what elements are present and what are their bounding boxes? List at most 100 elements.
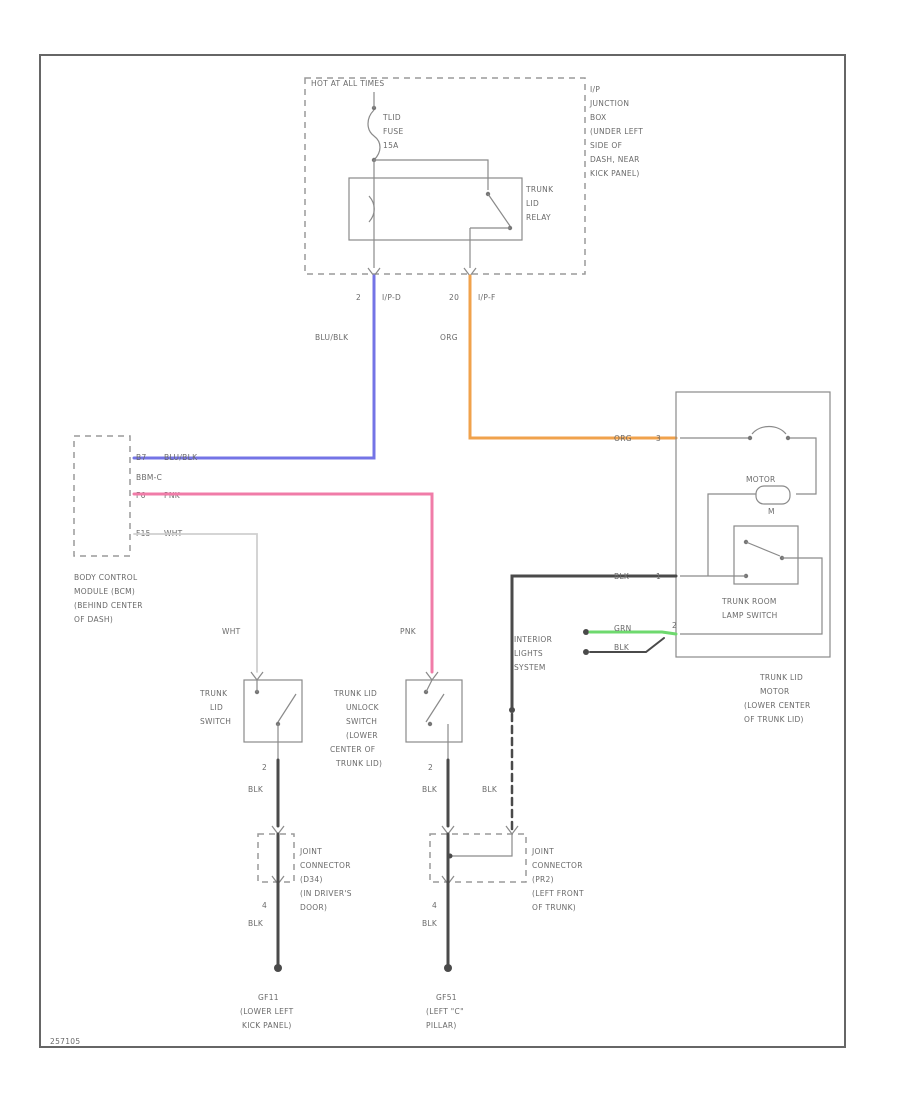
trunk-lid-unlock-switch: TRUNK LID UNLOCK SWITCH (LOWER CENTER OF…	[330, 671, 463, 772]
wire-pnk	[132, 492, 434, 674]
jb-pin-left-connector: I/P-D	[382, 293, 401, 302]
trunk-lid-switch-pin: 2	[262, 763, 267, 772]
wire-org	[468, 274, 678, 440]
ground-left-line-1: GF11	[258, 993, 279, 1002]
right-connector-label-line-2: CONNECTOR	[532, 861, 583, 870]
fuse-tlid: TLID FUSE 15A	[367, 92, 404, 163]
interior-lights: INTERIOR LIGHTS SYSTEM GRN BLK 2	[514, 621, 678, 672]
junction-box-location-label: I/P JUNCTION BOX (UNDER LEFT SIDE OF DAS…	[589, 85, 643, 178]
wire-org-label: ORG	[440, 333, 458, 342]
bcm-pin-1-wire: BLU/BLK	[164, 453, 198, 462]
left-connector-label-line-3: (D34)	[300, 875, 323, 884]
unlock-switch-label-line-3: SWITCH	[346, 717, 377, 726]
wire-grn	[588, 630, 678, 636]
jb-pin-right-connector: I/P-F	[478, 293, 496, 302]
wire-blu-blk-label: BLU/BLK	[315, 333, 349, 342]
unlock-switch-label-line-6: TRUNK LID)	[335, 759, 382, 768]
ground-left-line-3: KICK PANEL)	[242, 1021, 292, 1030]
right-connector-label-line-4: (LEFT FRONT	[532, 889, 584, 898]
lamp-switch-box	[733, 525, 799, 585]
junction-box: HOT AT ALL TIMES I/P JUNCTION BOX (UNDER…	[304, 77, 643, 302]
wire-blu-blk	[132, 274, 376, 460]
ground-right-point	[444, 964, 452, 972]
left-connector-label-line-2: CONNECTOR	[300, 861, 351, 870]
trunk-motor-blk-pin: 1	[656, 572, 661, 581]
trunk-motor-motor-label: MOTOR	[746, 475, 776, 484]
relay-label-line-3: RELAY	[526, 213, 551, 222]
jb-location-line-1: I/P	[590, 85, 600, 94]
jb-location-line-7: KICK PANEL)	[590, 169, 640, 178]
unlock-switch-label-line-2: UNLOCK	[346, 703, 380, 712]
right-joint-connector: JOINT CONNECTOR (PR2) (LEFT FRONT OF TRU…	[429, 825, 584, 912]
wire-blk-motor	[510, 574, 678, 712]
lamp-switch-label-line-2: LAMP SWITCH	[722, 611, 778, 620]
fuse-label-line-3: 15A	[383, 141, 399, 150]
trunk-lid-switch-label-line-2: LID	[210, 703, 223, 712]
trunk-motor-label-line-2: MOTOR	[760, 687, 790, 696]
right-connector-pin: 4	[432, 901, 437, 910]
wire-blk-right-ground-label: BLK	[422, 919, 438, 928]
jb-location-line-2: JUNCTION	[589, 99, 629, 108]
interior-pin: 2	[672, 621, 677, 630]
left-connector-outline	[257, 833, 295, 883]
left-connector-label-line-5: DOOR)	[300, 903, 327, 912]
trunk-motor-blk-wire: BLK	[614, 572, 630, 581]
trunk-motor-label-line-4: OF TRUNK LID)	[744, 715, 804, 724]
interior-grn-wire: GRN	[614, 624, 632, 633]
right-connector-outline	[429, 833, 527, 883]
trunk-motor-org-pin: 3	[656, 434, 661, 443]
trunk-motor-outline	[675, 391, 831, 658]
ground-left-point	[274, 964, 282, 972]
motor-symbol	[755, 485, 791, 505]
trunk-lid-switch-label-line-1: TRUNK	[199, 689, 228, 698]
ground-left-line-2: (LOWER LEFT	[240, 1007, 294, 1016]
interior-label-line-3: SYSTEM	[514, 663, 546, 672]
ground-right-line-3: PILLAR)	[426, 1021, 457, 1030]
wire-blk-interior	[589, 637, 665, 653]
relay-label-line-2: LID	[526, 199, 539, 208]
junction-box-pins: 2 I/P-D 20 I/P-F	[356, 267, 496, 302]
bcm-pin-2-wire: BBM-C	[136, 473, 162, 482]
trunk-motor-label-line-3: (LOWER CENTER	[744, 701, 811, 710]
unlock-switch-label-line-4: (LOWER	[346, 731, 378, 740]
bcm-label-line-1: BODY CONTROL	[74, 573, 138, 582]
diagram-footer-id: 257105	[50, 1037, 80, 1046]
wire-wht	[133, 533, 258, 673]
body-control-module: B7 BLU/BLK BBM-C F6 PNK F15 WHT BODY CON…	[73, 435, 198, 624]
wire-blk-left-ground-label: BLK	[248, 919, 264, 928]
wire-wht-label: WHT	[222, 627, 241, 636]
unlock-switch-label-line-5: CENTER OF	[330, 745, 375, 754]
diagram-frame	[39, 54, 846, 1048]
lamp-switch-label-line-1: TRUNK ROOM	[721, 597, 777, 606]
bcm-outline	[73, 435, 131, 557]
wire-blk-left-switch-label: BLK	[248, 785, 264, 794]
trunk-lid-motor: ORG 3 MOTOR M TRUNK ROOM LAMP SWITCH TRU…	[614, 391, 831, 724]
left-connector-label-line-1: JOINT	[299, 847, 322, 856]
trunk-motor-org-wire: ORG	[614, 434, 632, 443]
junction-box-header: HOT AT ALL TIMES	[311, 79, 384, 88]
fuse-label-line-1: TLID	[382, 113, 401, 122]
left-joint-connector: JOINT CONNECTOR (D34) (IN DRIVER'S DOOR)…	[257, 825, 352, 912]
bcm-label-line-4: OF DASH)	[74, 615, 113, 624]
right-connector-label-line-5: OF TRUNK)	[532, 903, 576, 912]
interior-label-line-2: LIGHTS	[514, 649, 543, 658]
jb-location-line-6: DASH, NEAR	[590, 155, 640, 164]
jb-location-line-3: BOX	[590, 113, 606, 122]
bcm-pin-1-number: B7	[136, 453, 147, 462]
trunk-motor-motor-symbol: M	[768, 507, 775, 516]
trunk-motor-label-line-1: TRUNK LID	[759, 673, 803, 682]
unlock-switch-box	[405, 679, 463, 743]
jb-location-line-4: (UNDER LEFT	[590, 127, 643, 136]
relay-box	[348, 177, 523, 241]
jb-pin-right-number: 20	[449, 293, 459, 302]
wire-blk-right-switch-label: BLK	[422, 785, 438, 794]
trunk-lid-relay: TRUNK LID RELAY	[348, 159, 554, 268]
fuse-label-line-2: FUSE	[383, 127, 404, 136]
trunk-lid-switch-box	[243, 679, 303, 743]
bcm-label-line-2: MODULE (BCM)	[74, 587, 135, 596]
relay-label-line-1: TRUNK	[525, 185, 554, 194]
jb-pin-left-number: 2	[356, 293, 361, 302]
ground-right-line-2: (LEFT "C"	[426, 1007, 464, 1016]
trunk-lid-switch-label-line-3: SWITCH	[200, 717, 231, 726]
